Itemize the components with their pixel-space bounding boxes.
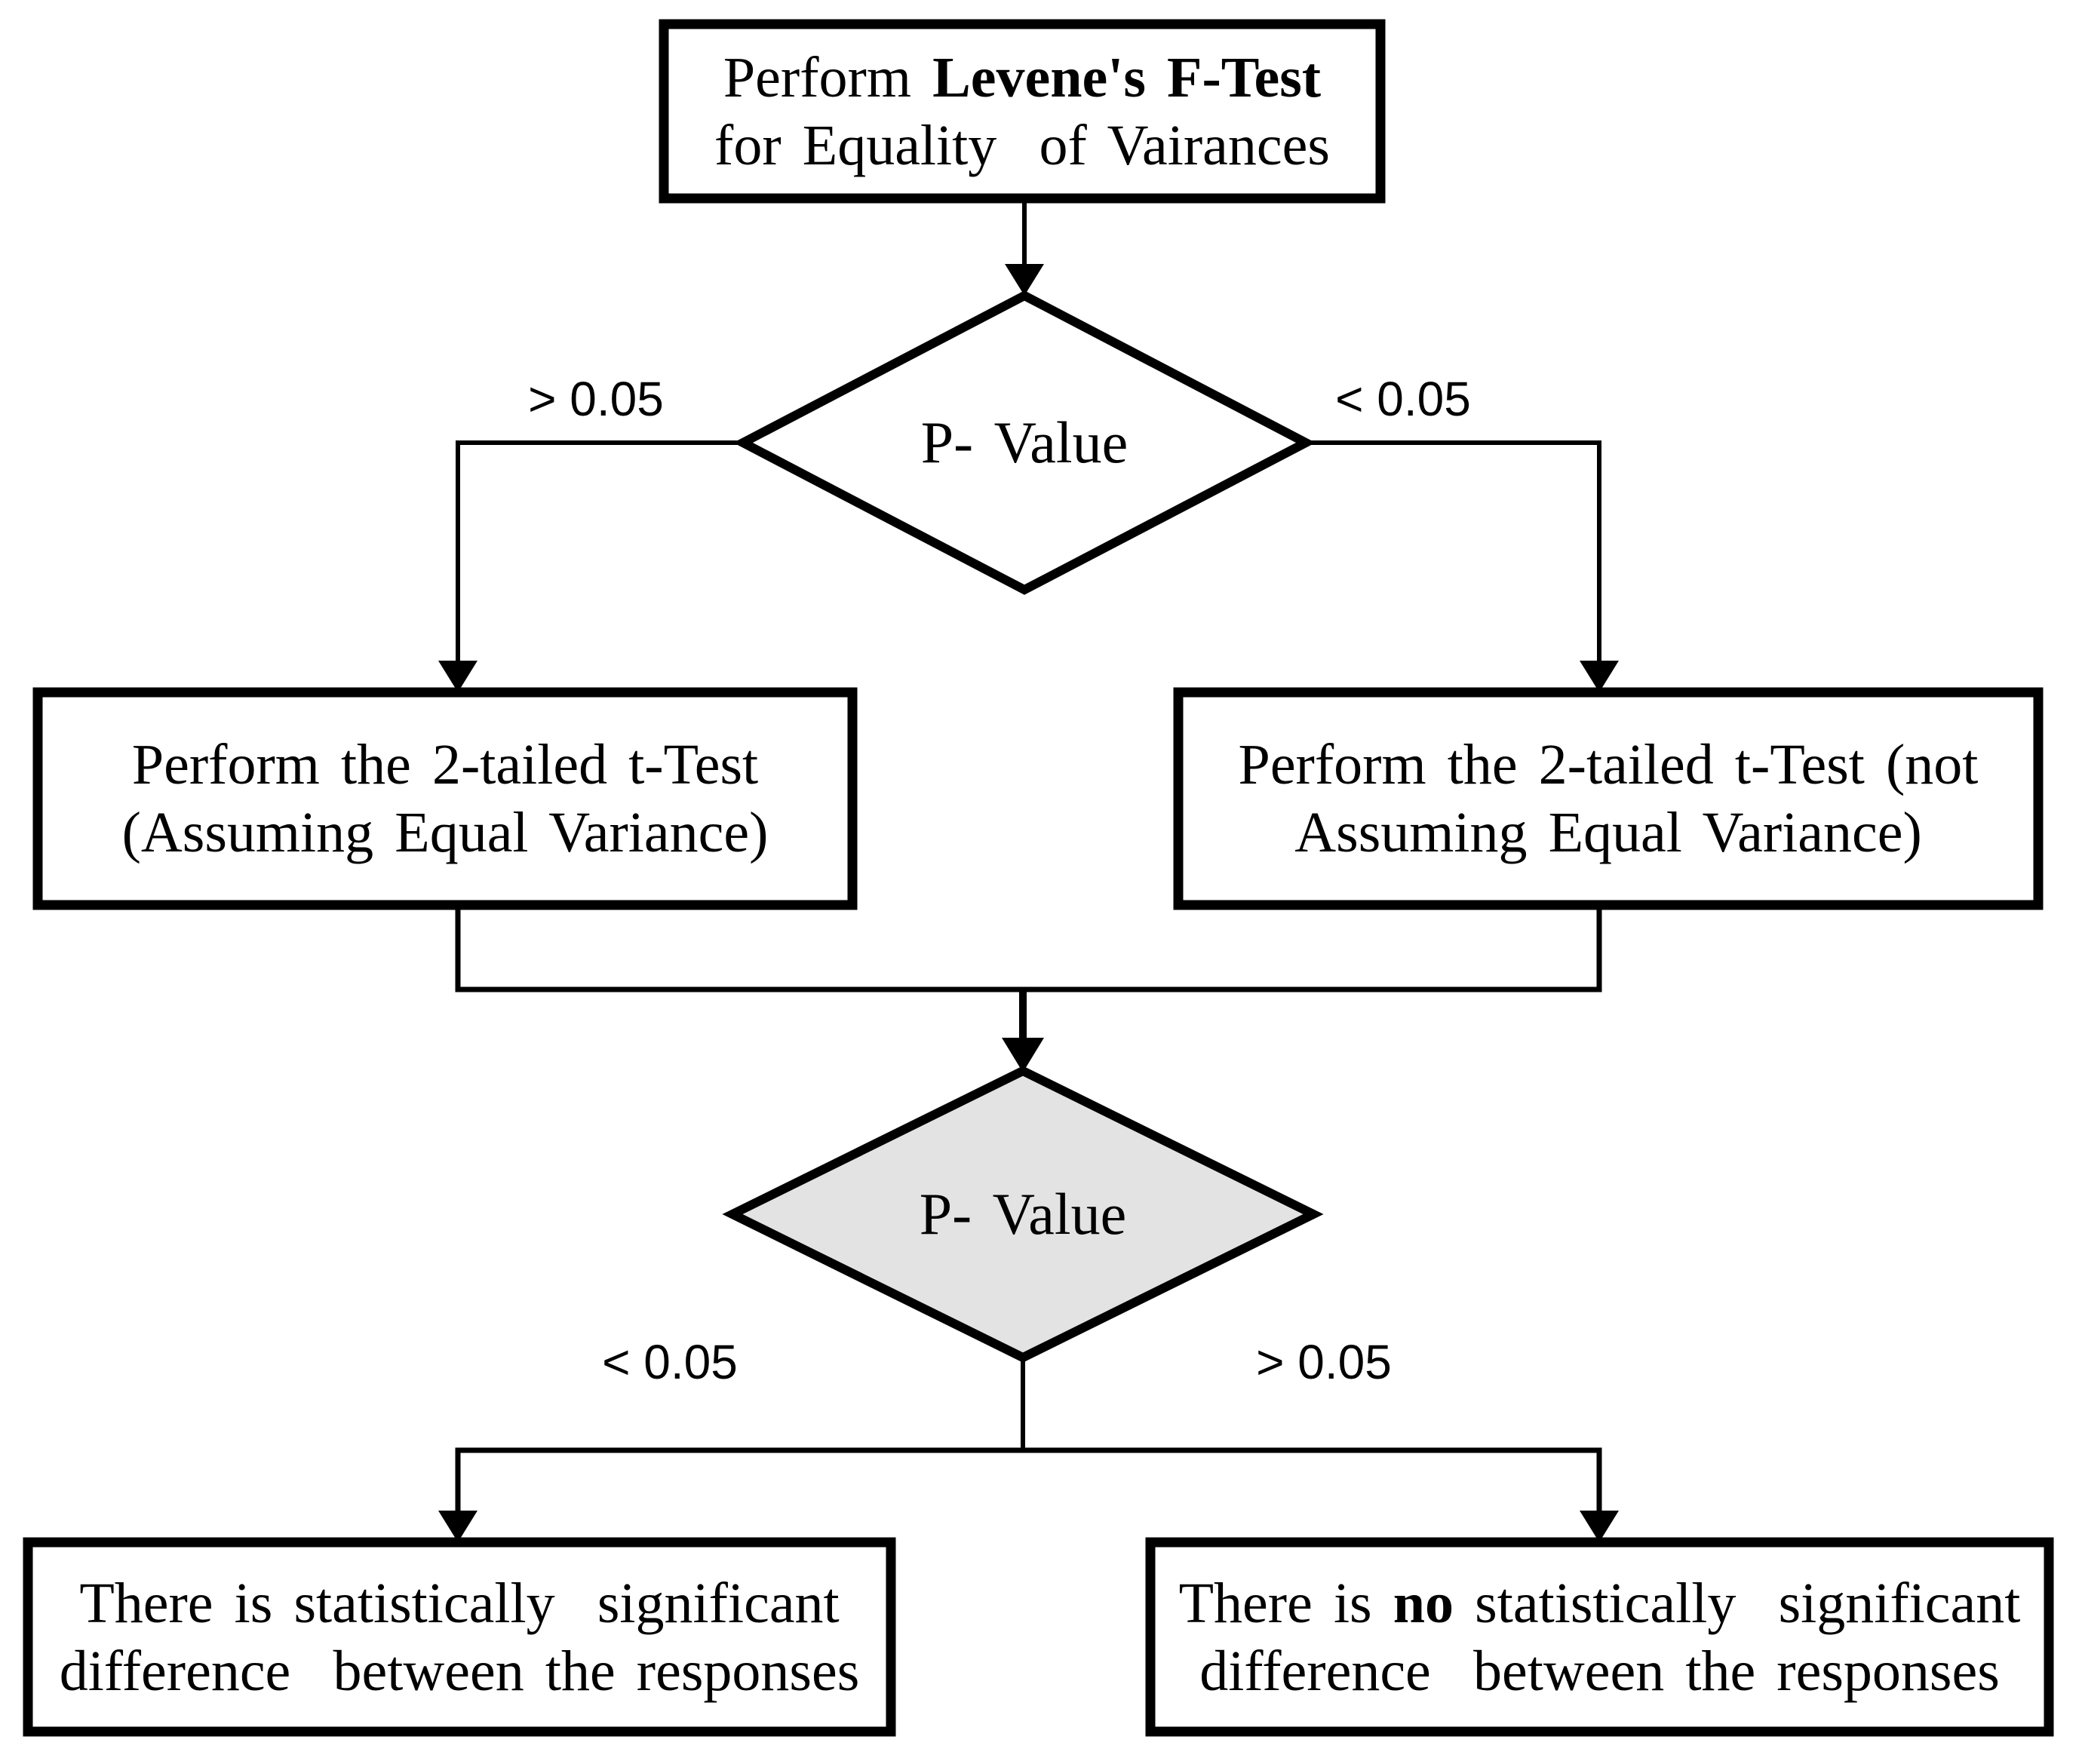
significant-box-shape: [23, 1537, 896, 1737]
arrowhead-into-ttest-equal: [438, 661, 478, 692]
connector-decision1-right-branch: [1306, 440, 1601, 664]
not-significant-box-shape: [1145, 1537, 2054, 1737]
significant-line2: difference between the responses: [59, 1639, 860, 1703]
connector-split-bracket: [455, 1447, 1602, 1512]
not-significant-line2: difference between the responses: [1199, 1639, 2000, 1703]
edge-label-ttest-lt: < 0.05: [602, 1335, 738, 1389]
node-levene-test: Perform Levene's F-Test for Equality of …: [664, 24, 1380, 198]
decision1-diamond-shape: [733, 290, 1316, 595]
node-decision2-p-value: P- Value: [732, 1071, 1313, 1358]
ttest-unequal-line1: Perform the 2-tailed t-Test (not: [1238, 733, 1979, 796]
arrowhead-into-ttest-unequal: [1580, 661, 1619, 692]
ttest-equal-line1: Perform the 2-tailed t-Test: [131, 733, 759, 796]
not-significant-line1: There is no statistically significant: [1179, 1569, 2021, 1637]
not-significant-line1-suffix: statistically significant: [1454, 1571, 2021, 1635]
not-significant-line1-bold: no: [1393, 1571, 1454, 1635]
node-decision1-p-value: P- Value: [743, 296, 1306, 590]
decision2-label: P- Value: [919, 1181, 1127, 1247]
arrowhead-into-decision2: [1002, 1038, 1044, 1072]
ttest-equal-box-shape: [32, 687, 858, 910]
edge-label-levene-lt: < 0.05: [1335, 372, 1471, 426]
ttest-equal-line2: (Assuming Equal Variance): [121, 801, 769, 864]
significant-line1: There is statistically significant: [79, 1571, 840, 1635]
edge-label-ttest-gt: > 0.05: [1256, 1335, 1392, 1389]
decision1-label: P- Value: [920, 410, 1129, 475]
node-ttest-unequal: Perform the 2-tailed t-Test (not Assumin…: [1178, 692, 2038, 905]
levene-test-line1-bold: Levene's F-Test: [932, 45, 1322, 109]
arrowhead-into-decision1: [1005, 264, 1044, 296]
levene-test-line1-normal: Perform: [723, 45, 933, 109]
ttest-unequal-box-shape: [1173, 687, 2044, 910]
levene-test-box-shape: [659, 19, 1386, 204]
edge-label-levene-gt: > 0.05: [528, 372, 664, 426]
arrowhead-into-significant: [438, 1511, 478, 1542]
connector-decision1-left-branch: [456, 440, 743, 664]
arrowhead-into-not-significant: [1580, 1511, 1619, 1542]
node-significant: There is statistically significant diffe…: [28, 1542, 891, 1732]
connector-merge-bracket: [455, 903, 1602, 992]
levene-test-line2: for Equality of Vairances: [714, 113, 1330, 177]
not-significant-line1-prefix: There is: [1178, 1571, 1393, 1635]
ttest-unequal-line2: Assuming Equal Variance): [1294, 801, 1922, 864]
decision2-diamond-shape: [722, 1066, 1324, 1363]
node-ttest-equal: Perform the 2-tailed t-Test (Assuming Eq…: [38, 692, 852, 905]
levene-test-line1: Perform Levene's F-Test: [723, 44, 1321, 112]
node-not-significant: There is no statistically significant di…: [1150, 1542, 2049, 1732]
